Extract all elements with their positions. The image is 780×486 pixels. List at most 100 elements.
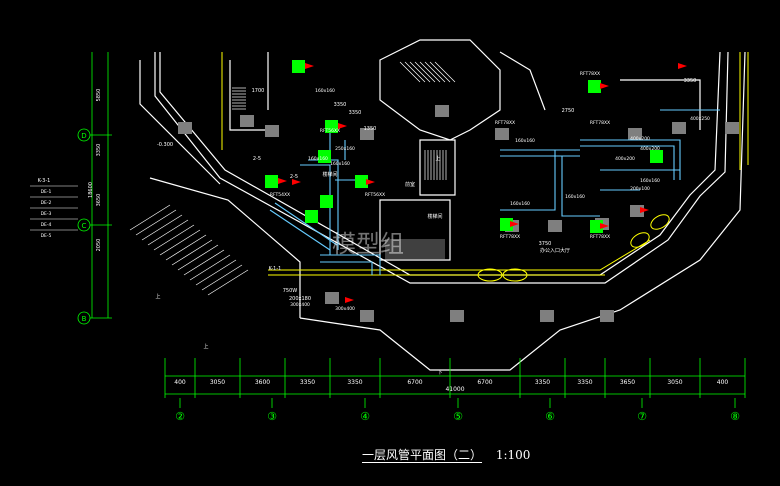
airflow-arrow <box>292 179 301 185</box>
stair-tread <box>404 61 426 83</box>
duct-size-label: 250x160 <box>335 146 355 152</box>
stair-tread <box>414 61 436 83</box>
stair-tread <box>141 214 183 241</box>
misc-label: 2-5 <box>290 174 298 180</box>
axis-bubble-bottom: ③ <box>267 410 277 423</box>
stair-tread <box>434 61 456 83</box>
column <box>360 128 374 140</box>
stair-tread <box>171 239 213 266</box>
misc-label: 3350 <box>334 102 347 108</box>
airflow-arrow <box>600 83 609 89</box>
duct-size-label: 400x200 <box>630 136 650 142</box>
duct-size-label: 300x400 <box>290 302 310 308</box>
drawing-scale: 1:100 <box>495 448 531 462</box>
fan-unit <box>650 150 663 163</box>
duct-size-label: 200x100 <box>630 186 650 192</box>
duct-size-label: 160x160 <box>565 194 585 200</box>
overall-dimension: 41000 <box>445 386 464 393</box>
column <box>628 128 642 140</box>
duct-size-label: 160x160 <box>330 161 350 167</box>
axis-bubble-left: C <box>82 222 87 230</box>
stair-tread <box>424 61 446 83</box>
room-name: 楼梯间 <box>427 213 442 220</box>
misc-label: 3350 <box>684 78 697 84</box>
left-overall-dimension: 18600 <box>88 182 94 198</box>
airflow-arrows <box>278 63 687 303</box>
drawing-title-block: 一层风管平面图（二） 1:100 <box>362 446 530 463</box>
duct-size-label: 160x160 <box>308 156 328 162</box>
stair-tread <box>159 229 201 256</box>
column <box>360 310 374 322</box>
fan-unit <box>590 220 603 233</box>
misc-label: 750W <box>283 288 298 294</box>
duct-size-label: 160x160 <box>510 201 530 207</box>
drawing-title: 一层风管平面图（二） <box>362 448 483 462</box>
unit-tag: RFT78XX <box>500 234 520 240</box>
airflow-arrow <box>366 179 375 185</box>
column <box>548 220 562 232</box>
stair-tread <box>183 249 225 276</box>
axis-bubble-left: D <box>81 132 86 140</box>
axis-bubble-bottom: ⑧ <box>730 410 740 423</box>
axis-bubble-bottom: ② <box>175 410 185 423</box>
fan-unit <box>305 210 318 223</box>
left-dimension-label: 3650 <box>96 194 102 207</box>
stair-tread <box>419 61 441 83</box>
left-dimension-label: 2050 <box>96 239 102 252</box>
axis-bubble-bottom: ⑤ <box>453 410 463 423</box>
unit-tag: RFT54XX <box>270 192 290 198</box>
stair-tread <box>201 264 243 291</box>
airflow-arrow <box>338 123 347 129</box>
unit-tag: RFT78XX <box>590 120 610 126</box>
stair-tread <box>165 234 207 261</box>
room-name: 前室 <box>405 181 415 188</box>
misc-label: 下 <box>437 370 442 376</box>
misc-label: 上 <box>155 293 160 300</box>
legend-line: DE-4 <box>41 222 52 228</box>
legend-line: DE-2 <box>41 200 52 206</box>
stair-tread <box>135 209 177 236</box>
stair-tread <box>147 219 189 246</box>
airflow-arrow <box>510 221 519 227</box>
stair-tread <box>153 224 195 251</box>
unit-tag: RFT56XX <box>365 192 385 198</box>
column <box>725 122 739 134</box>
stair-tread <box>189 254 231 281</box>
unit-tag: RFT78XX <box>590 234 610 240</box>
duct-size-label: 400x200 <box>640 146 660 152</box>
misc-label: 2-5 <box>253 156 261 162</box>
axis-bubble-left: B <box>82 315 87 323</box>
duct-legend: K-3-1DE-1DE-2DE-3DE-4DE-5 <box>30 178 78 239</box>
watermark: 模型组 <box>332 230 404 258</box>
fan-unit <box>325 120 338 133</box>
dimension-label: 400 <box>717 379 729 386</box>
column <box>435 105 449 117</box>
dimension-label: 6700 <box>477 379 492 386</box>
legend-line: DE-1 <box>41 189 52 195</box>
stair-tread <box>429 61 451 83</box>
misc-label: 上 <box>203 343 208 350</box>
curtain-diffusers <box>477 214 670 282</box>
column <box>178 122 192 134</box>
airflow-arrow <box>678 63 687 69</box>
dimension-lines <box>91 52 745 395</box>
dimension-label: 6700 <box>407 379 422 386</box>
misc-label: -0.300 <box>157 142 173 148</box>
duct-size-label: 160x160 <box>315 88 335 94</box>
legend-line: DE-5 <box>41 233 52 239</box>
misc-label: 1350 <box>364 126 377 132</box>
legend-line: DE-3 <box>41 211 52 217</box>
column <box>540 310 554 322</box>
axis-bubble-bottom: ⑥ <box>545 410 555 423</box>
misc-label: 200x180 <box>289 296 311 302</box>
stair-tread <box>195 259 237 286</box>
duct-size-label: 300x400 <box>335 306 355 312</box>
misc-label: 3350 <box>349 110 362 116</box>
stair-tread <box>207 269 249 296</box>
duct-size-label: 400x200 <box>615 156 635 162</box>
fan-unit <box>355 175 368 188</box>
column <box>600 310 614 322</box>
